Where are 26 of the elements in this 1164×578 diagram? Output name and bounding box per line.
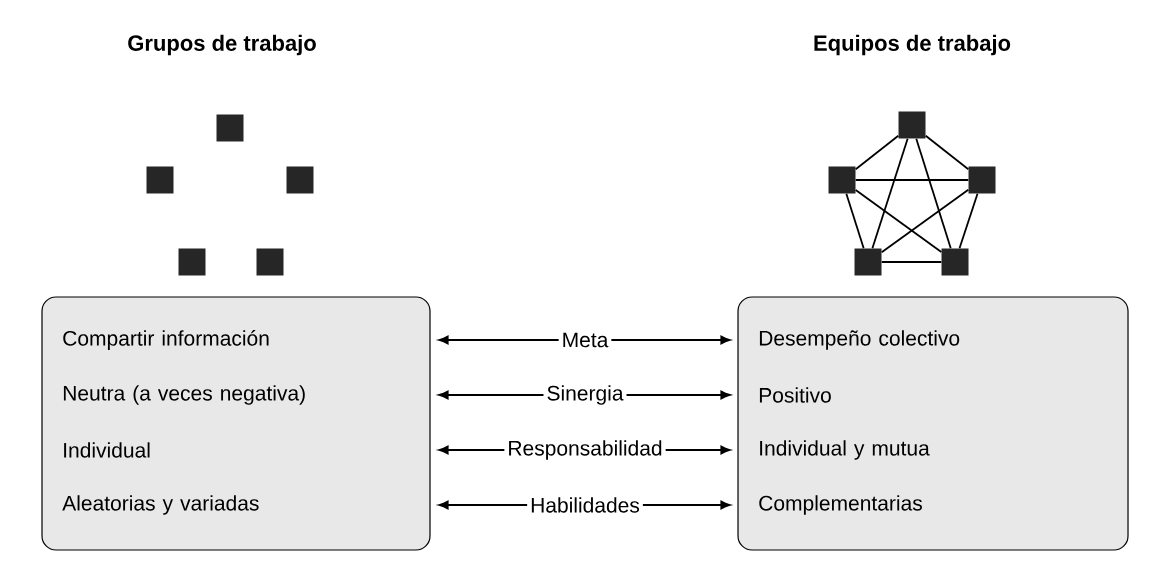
row-text: Individual y mutua [760,440,930,460]
square-marker [898,111,926,139]
heading: Grupos de trabajo [128,34,316,56]
row-text: Compartir información [63,330,269,350]
edge-label: Responsabilidad [504,437,666,463]
square-marker [286,166,314,194]
heading: Equipos de trabajo [814,34,1011,56]
square-marker [968,166,996,194]
square-marker [216,114,244,142]
rounded-panel [41,296,431,551]
row-text: Positivo [759,387,831,403]
row-text: Individual [64,442,150,458]
square-marker [854,248,882,276]
row-text: Desempeño colectivo [759,330,960,350]
row-text: Aleatorias y variadas [62,495,259,515]
square-marker [941,248,969,276]
square-marker [828,166,856,194]
square-marker [146,166,174,194]
rounded-panel [737,296,1129,551]
square-marker [178,248,206,276]
edge-label: Habilidades [527,494,643,516]
edge-label: Meta [558,329,612,351]
row-text: Neutra (a veces negativa) [63,385,305,405]
edge-label: Sinergia [543,382,627,408]
square-marker [256,248,284,276]
row-text: Complementarias [759,495,922,515]
